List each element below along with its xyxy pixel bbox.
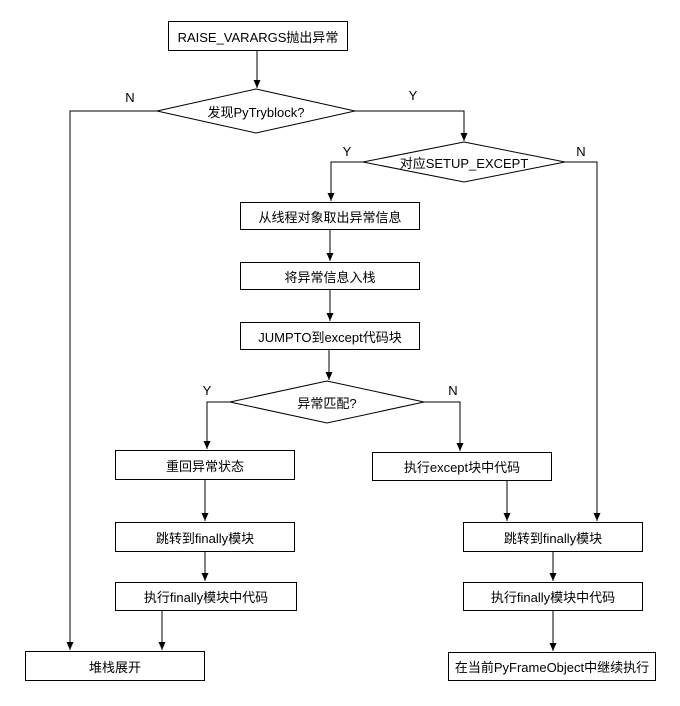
decision-exception-match-shape	[229, 380, 425, 424]
decision-setup-except-shape	[362, 141, 566, 183]
node-stack-unwind: 堆栈展开	[25, 651, 205, 681]
edge-match-yes-to-restore-state	[203, 401, 230, 449]
branch-label-setup-except-yes: Y	[342, 144, 352, 159]
edge-setup-except-no-to-jump-finally-right	[565, 161, 601, 521]
node-continue-pyframeobject: 在当前PyFrameObject中继续执行	[448, 652, 656, 681]
node-fetch-exception-info: 从线程对象取出异常信息	[240, 202, 420, 230]
decision-found-pytryblock-label: 发现PyTryblock?	[207, 104, 305, 120]
node-raise-varargs: RAISE_VARARGS抛出异常	[168, 21, 348, 51]
edge-match-no-to-exec-except	[424, 401, 464, 451]
edge-pytryblock-yes-to-setup-except	[355, 110, 468, 141]
edge-setup-except-yes-to-fetch-info	[327, 161, 363, 201]
edge-pytryblock-no-to-stack-unwind	[66, 110, 157, 650]
node-jumpto-except-block: JUMPTO到except代码块	[240, 322, 420, 350]
decision-exception-match-label: 异常匹配?	[297, 395, 357, 411]
branch-label-pytryblock-yes: Y	[408, 88, 418, 103]
branch-label-match-no: N	[448, 383, 458, 398]
node-exec-finally-left: 执行finally模块中代码	[115, 582, 297, 611]
node-jump-finally-right: 跳转到finally模块	[463, 522, 643, 552]
branch-label-match-yes: Y	[202, 383, 212, 398]
branch-label-setup-except-no: N	[576, 144, 586, 159]
node-push-exception-info: 将异常信息入栈	[240, 262, 420, 290]
node-jump-finally-left: 跳转到finally模块	[115, 522, 295, 552]
decision-setup-except-label: 对应SETUP_EXCEPT	[399, 155, 529, 171]
node-exec-except-code: 执行except块中代码	[372, 452, 552, 481]
decision-found-pytryblock-shape	[156, 88, 356, 134]
branch-label-pytryblock-no: N	[125, 90, 135, 105]
node-restore-exception-state: 重回异常状态	[115, 450, 295, 480]
node-exec-finally-right: 执行finally模块中代码	[463, 582, 643, 611]
